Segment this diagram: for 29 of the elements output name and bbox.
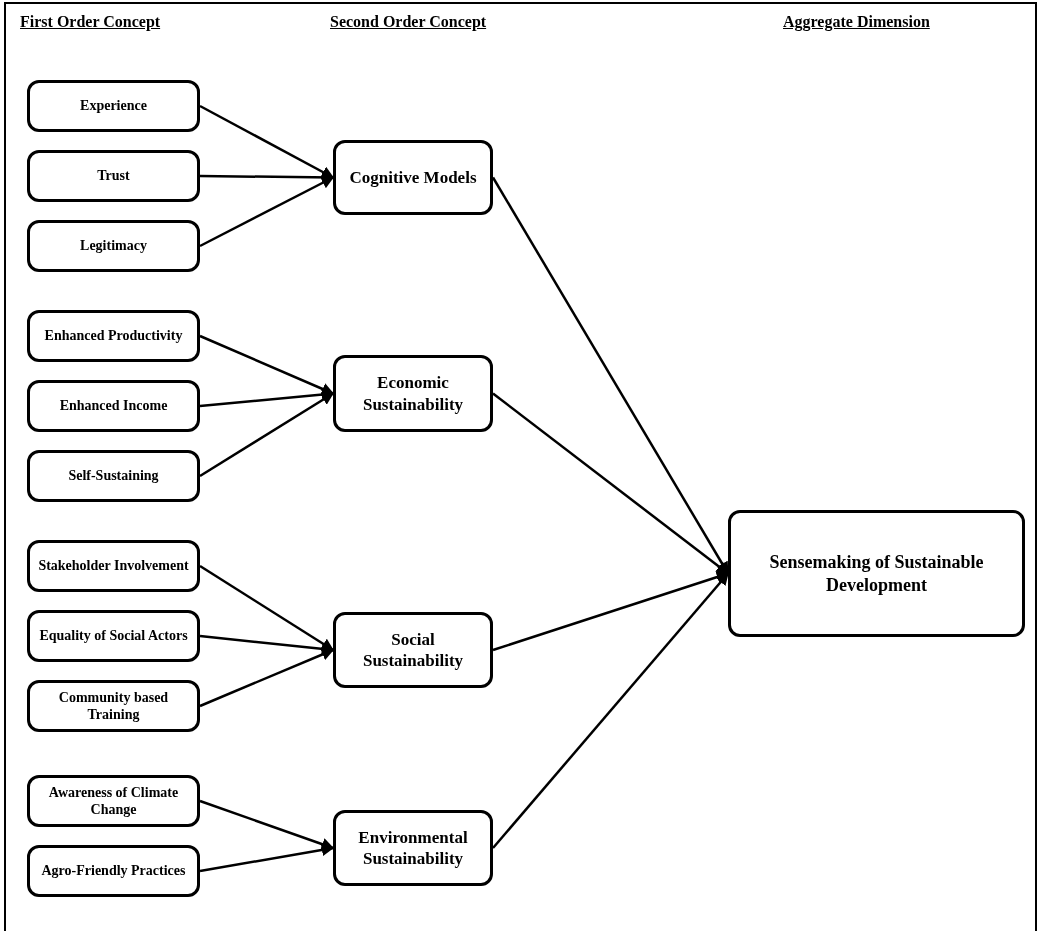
concept-box: Trust [27, 150, 200, 202]
concept-box: Environmental Sustainability [333, 810, 493, 886]
arrow [492, 392, 729, 575]
concept-box: Awareness of Climate Change [27, 775, 200, 827]
arrow [199, 648, 335, 708]
concept-box: Sensemaking of Sustainable Development [728, 510, 1025, 637]
concept-box: Economic Sustainability [333, 355, 493, 432]
column-heading: Aggregate Dimension [783, 12, 930, 33]
concept-box: Enhanced Income [27, 380, 200, 432]
concept-box: Social Sustainability [333, 612, 493, 688]
arrow [199, 104, 335, 179]
arrow [199, 176, 335, 248]
concept-box: Agro-Friendly Practices [27, 845, 200, 897]
arrow [199, 799, 335, 851]
arrow [199, 392, 335, 478]
column-heading: First Order Concept [20, 12, 161, 33]
concept-box: Equality of Social Actors [27, 610, 200, 662]
arrow [199, 334, 335, 395]
concept-box: Enhanced Productivity [27, 310, 200, 362]
concept-box: Cognitive Models [333, 140, 493, 215]
arrow [199, 843, 335, 873]
column-heading: Second Order Concept [330, 12, 487, 33]
concept-box: Experience [27, 80, 200, 132]
concept-box: Stakeholder Involvement [27, 540, 200, 592]
concept-box: Self-Sustaining [27, 450, 200, 502]
concept-box: Legitimacy [27, 220, 200, 272]
arrow [199, 564, 335, 652]
concept-box: Community based Training [27, 680, 200, 732]
arrow [492, 572, 729, 849]
